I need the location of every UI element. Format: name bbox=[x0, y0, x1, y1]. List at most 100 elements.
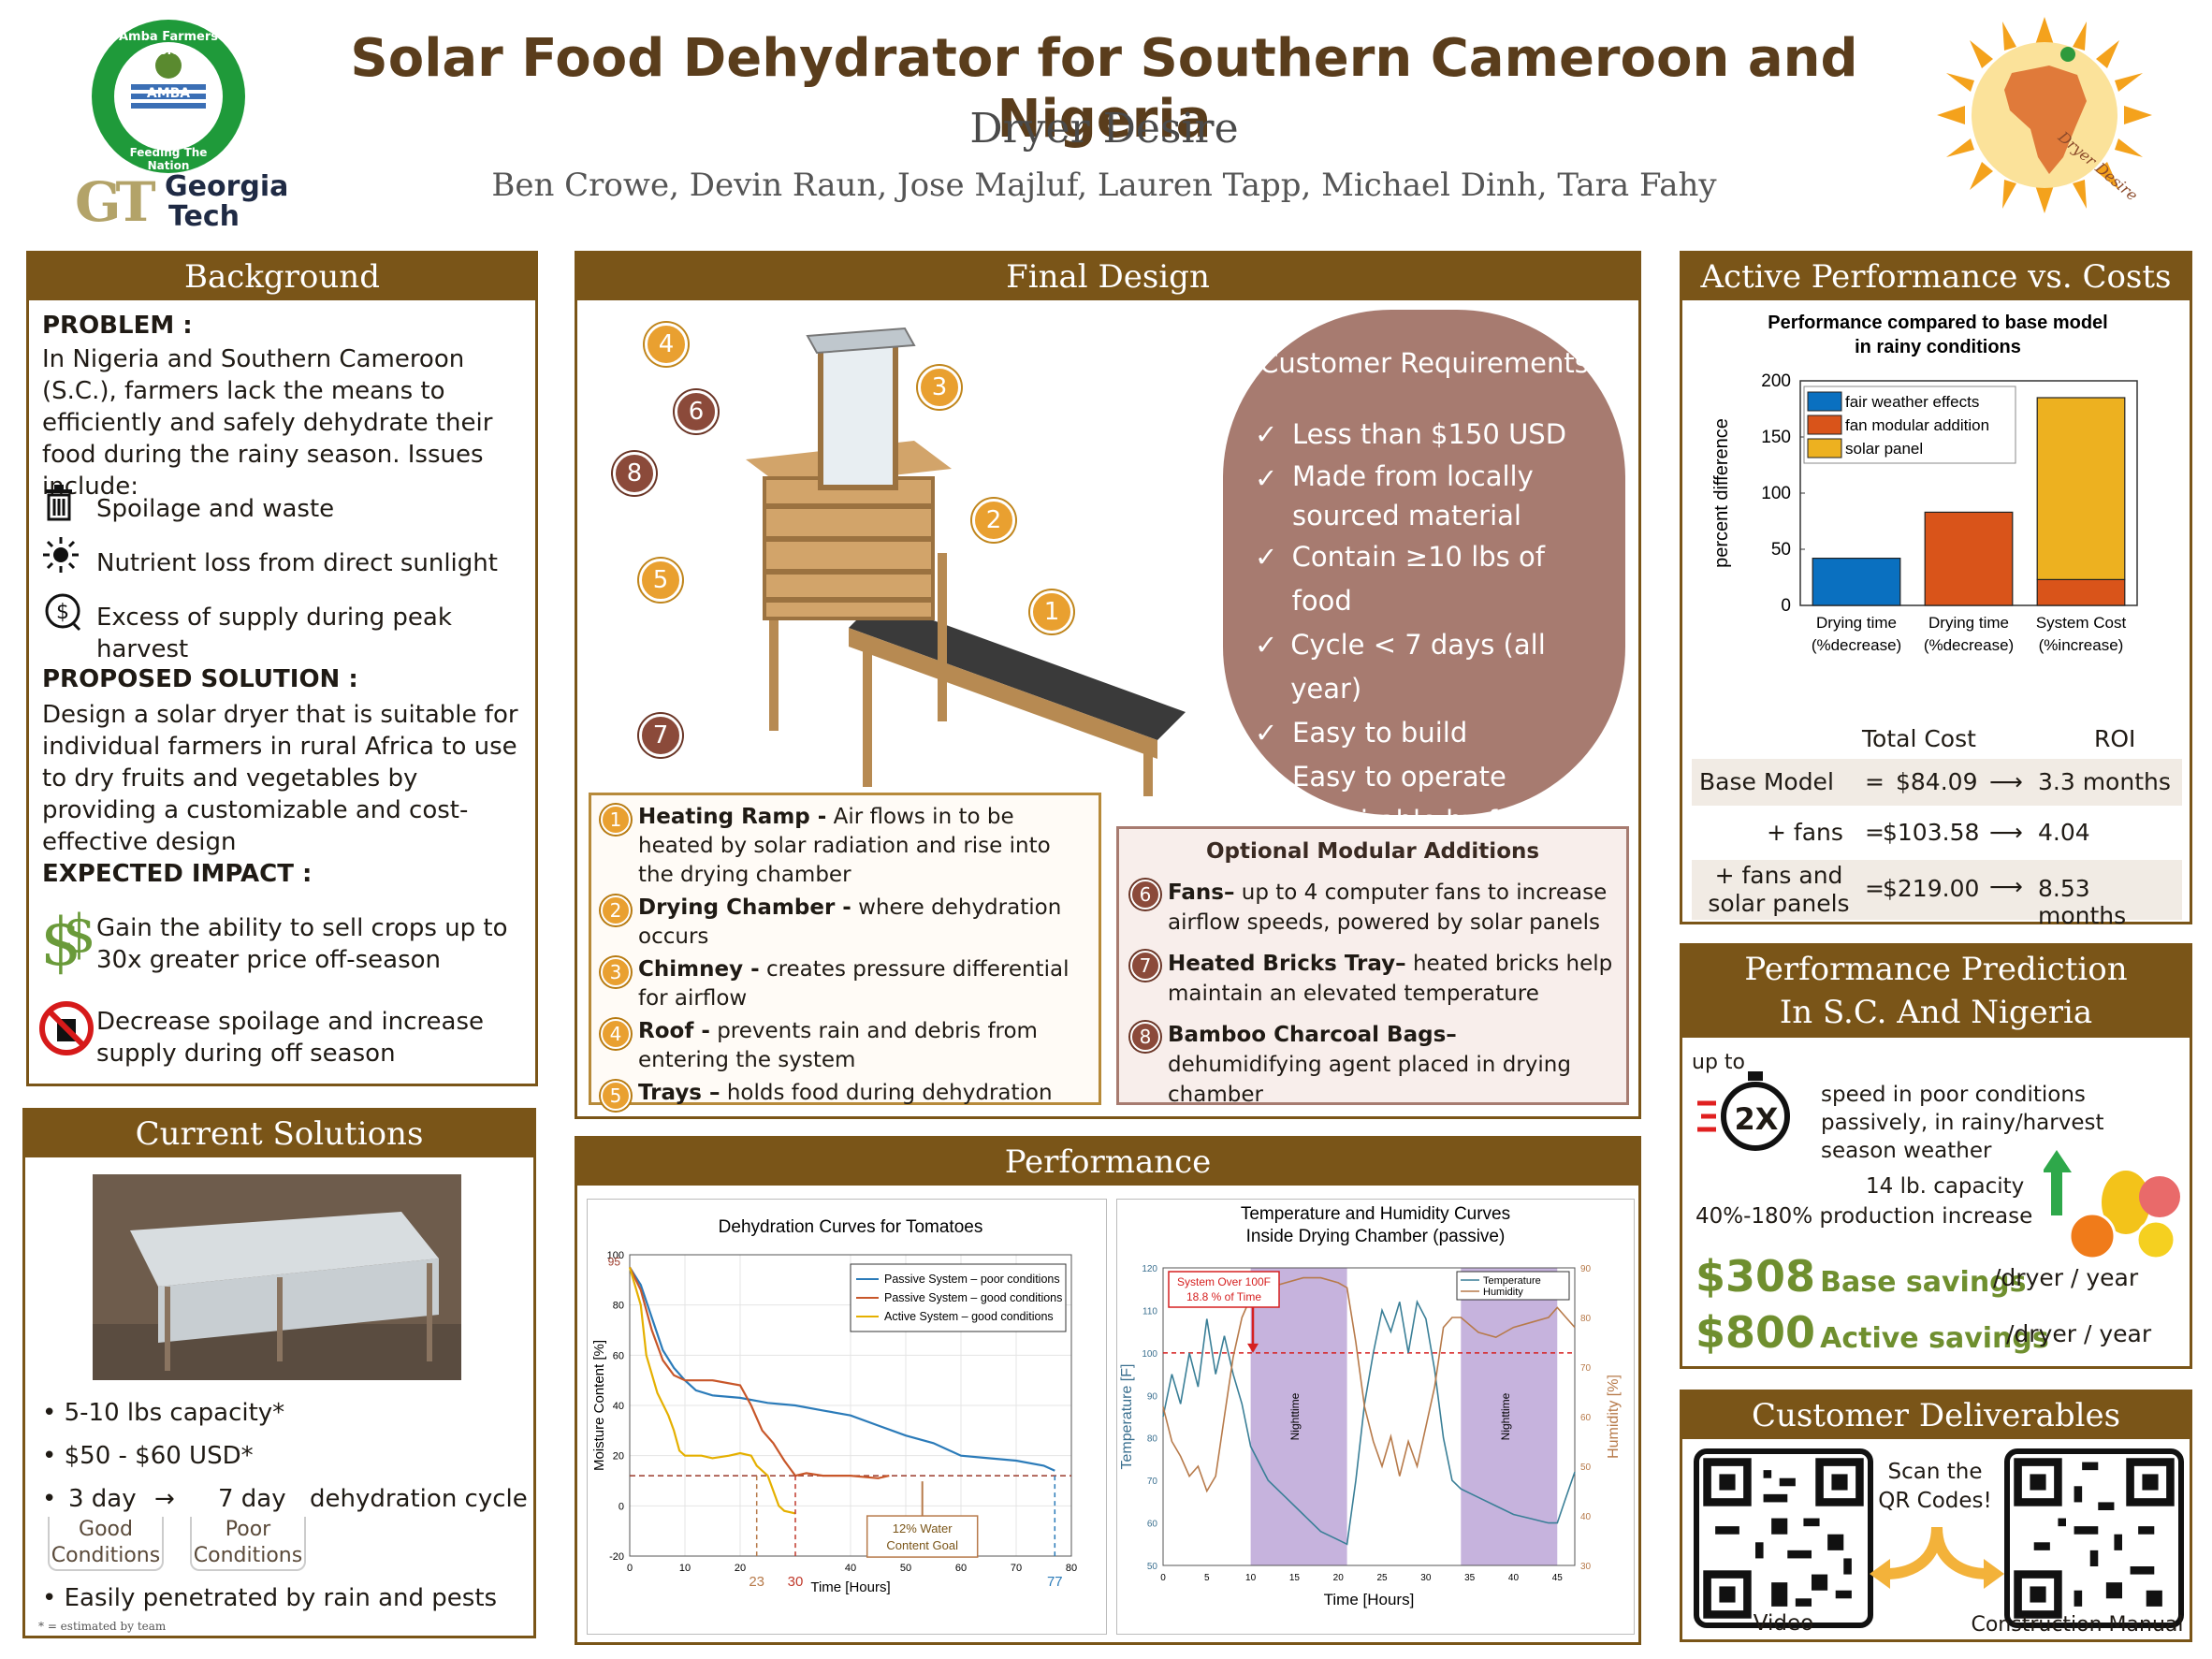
dehydration-chart: Dehydration Curves for Tomatoes-20020406… bbox=[587, 1199, 1107, 1635]
y-axis-label: Temperature [F] bbox=[1119, 1364, 1135, 1470]
bar-chart-title-1: Performance compared to base model bbox=[1768, 313, 2107, 333]
legend-label: fair weather effects bbox=[1845, 393, 1979, 411]
x-tick-label: 50 bbox=[900, 1563, 911, 1574]
active-costs-panel: Active Performance vs. Costs Performance… bbox=[1680, 251, 2192, 929]
x-tick-label: 35 bbox=[1464, 1573, 1476, 1583]
final-design-panel: Final Design 4 6 3 8 2 5 1 7 Customer Re… bbox=[575, 251, 1641, 1119]
legend-label: Passive System – poor conditions bbox=[884, 1273, 1060, 1286]
x-tick-label: 40 bbox=[845, 1563, 856, 1574]
video-qr-code[interactable] bbox=[1694, 1448, 1873, 1628]
y-tick-label: 80 bbox=[1147, 1434, 1158, 1445]
capacity-text: 5-10 lbs capacity* bbox=[64, 1399, 285, 1427]
x-tick-label: 60 bbox=[955, 1563, 967, 1574]
legend-box bbox=[1456, 1271, 1570, 1301]
cycle-text: dehydration cycle bbox=[310, 1485, 528, 1513]
no-trash-icon bbox=[38, 1000, 95, 1060]
arrow-icon: ⟶ bbox=[1989, 873, 2023, 900]
pests-text: Easily penetrated by rain and pests bbox=[64, 1584, 498, 1612]
impact-title: EXPECTED IMPACT : bbox=[42, 860, 313, 888]
legend-label: solar panel bbox=[1845, 440, 1923, 458]
series-line-1 bbox=[629, 1266, 1055, 1472]
y-axis-label: percent difference bbox=[1711, 418, 1732, 568]
active-savings: $800 Active savings bbox=[1695, 1307, 2049, 1358]
y-tick-label: 60 bbox=[1147, 1520, 1158, 1530]
video-label: Video bbox=[1753, 1611, 1814, 1636]
cost-row-fans-solar: + fans and solar panels = $219.00 ⟶ 8.53… bbox=[1692, 860, 2182, 929]
cycle-7-day: 7 day bbox=[218, 1485, 286, 1513]
x-tick-label: 20 bbox=[735, 1563, 746, 1574]
amba-logo-center: AMBA bbox=[146, 86, 191, 101]
problem-title: PROBLEM : bbox=[42, 312, 193, 340]
x-tick-label: Drying time bbox=[1928, 614, 2009, 632]
money-cycle-icon: $ bbox=[42, 590, 83, 635]
x-tick-label: 0 bbox=[627, 1563, 633, 1574]
legend-swatch bbox=[1807, 415, 1842, 435]
y-tick-label: 150 bbox=[1761, 428, 1791, 447]
poor-conditions-label: Poor Conditions bbox=[190, 1517, 306, 1571]
legend-label: Humidity bbox=[1483, 1287, 1523, 1298]
y-tick-label: 40 bbox=[613, 1401, 624, 1412]
georgia-tech-logo: GT Georgia Tech bbox=[75, 170, 290, 236]
callout-1: 1 bbox=[1030, 590, 1073, 633]
legend-label: fan modular addition bbox=[1845, 416, 1989, 434]
bar-3-2 bbox=[2036, 578, 2126, 606]
performance-header: Performance bbox=[577, 1139, 1638, 1186]
current-solutions-panel: Current Solutions • 5-10 lbs capacity* •… bbox=[22, 1108, 536, 1638]
callout-8: 8 bbox=[613, 452, 656, 495]
modular-title: Optional Modular Additions bbox=[1205, 839, 1540, 864]
system-over-line-1: System Over 100F bbox=[1177, 1275, 1271, 1288]
legend-label: Temperature bbox=[1483, 1275, 1541, 1287]
y-tick-label: 80 bbox=[613, 1301, 624, 1312]
x-axis-label: Time [Hours] bbox=[1324, 1591, 1415, 1608]
chart-title-line-2: Inside Drying Chamber (passive) bbox=[1246, 1227, 1506, 1246]
y-tick-label: 0 bbox=[618, 1501, 624, 1512]
y-tick-label: 90 bbox=[1147, 1391, 1158, 1402]
y-tick-label: 0 bbox=[1781, 596, 1791, 616]
legend-label: Passive System – good conditions bbox=[884, 1291, 1062, 1304]
annot-label: 77 bbox=[1047, 1574, 1063, 1590]
cycle-3-day: 3 day bbox=[68, 1485, 137, 1513]
x-tick-label: 10 bbox=[679, 1563, 691, 1574]
annot-label: 30 bbox=[788, 1574, 804, 1590]
bullet-capacity: • 5-10 lbs capacity* bbox=[42, 1399, 285, 1427]
up-to-label: up to bbox=[1692, 1051, 1745, 1074]
cost-table-header-roi: ROI bbox=[2094, 725, 2136, 752]
amba-logo-bottom-text: Feeding The Nation bbox=[129, 146, 208, 172]
x-axis-label: Time [Hours] bbox=[810, 1579, 890, 1595]
svg-text:$: $ bbox=[56, 601, 69, 624]
cycle-arrow: → bbox=[154, 1485, 175, 1513]
requirement-1: ✓Less than $150 USD bbox=[1255, 418, 1567, 450]
performance-panel: Performance Dehydration Curves for Tomat… bbox=[575, 1136, 1641, 1645]
bullet-cost: • $50 - $60 USD* bbox=[42, 1442, 254, 1470]
arrow-icon: ⟶ bbox=[1989, 819, 2023, 846]
legend-swatch bbox=[1807, 438, 1842, 458]
cost-table-header-total: Total Cost bbox=[1862, 725, 1976, 752]
speed-text: speed in poor conditions passively, in r… bbox=[1821, 1083, 2104, 1163]
x-tick-label: 5 bbox=[1204, 1573, 1210, 1583]
goal-label-line-2: Content Goal bbox=[886, 1538, 958, 1552]
final-design-header: Final Design bbox=[577, 254, 1638, 300]
manual-label: Construction Manual bbox=[1971, 1613, 2184, 1637]
bar-1-1 bbox=[1812, 558, 1901, 606]
y2-tick-label: 70 bbox=[1580, 1363, 1592, 1374]
manual-qr-code[interactable] bbox=[2004, 1448, 2184, 1628]
callout-7: 7 bbox=[639, 714, 682, 757]
y-tick-label: 50 bbox=[1147, 1562, 1158, 1572]
plot-area bbox=[629, 1254, 1072, 1557]
y2-tick-label: 30 bbox=[1580, 1562, 1592, 1572]
callout-3: 3 bbox=[918, 366, 961, 409]
x-tick-label-2: (%decrease) bbox=[1812, 636, 1901, 654]
legend-box bbox=[850, 1263, 1067, 1332]
series-line-3 bbox=[628, 1267, 796, 1515]
bullet-cycle: • bbox=[42, 1485, 57, 1513]
footnote: * = estimated by team bbox=[38, 1620, 167, 1633]
series-line-2 bbox=[1162, 1276, 1576, 1493]
authors: Ben Crowe, Devin Raun, Jose Majluf, Laur… bbox=[491, 167, 1717, 204]
requirements-list: ✓Less than $150 USD ✓Made from locally s… bbox=[1255, 413, 1610, 843]
